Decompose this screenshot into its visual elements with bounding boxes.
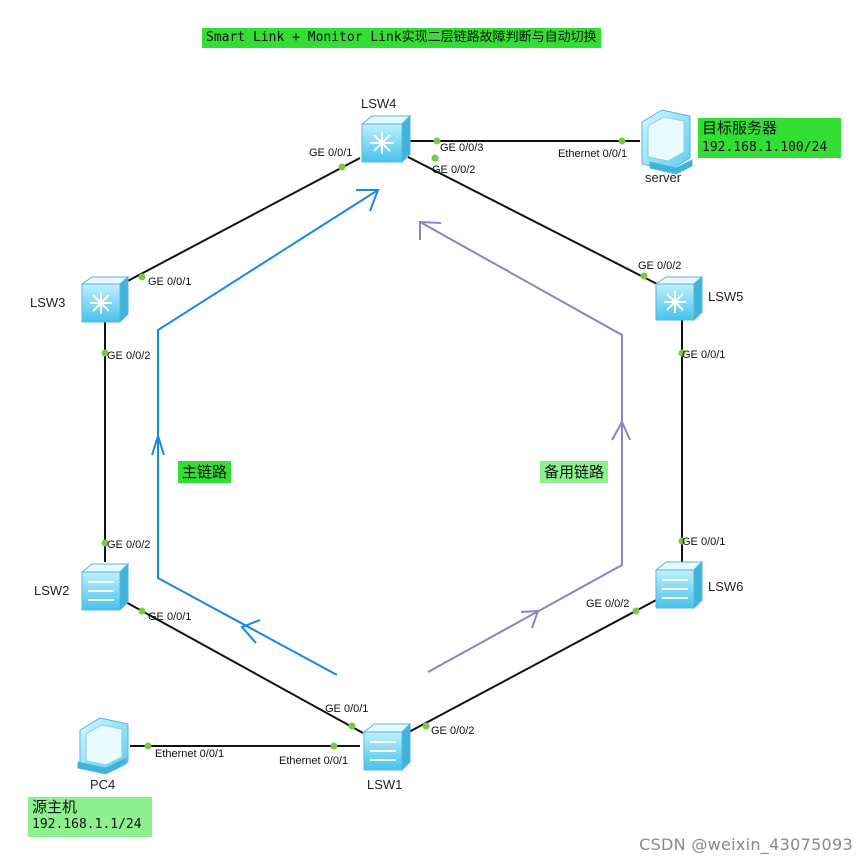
main-link-label: 主链路 — [178, 461, 232, 483]
lsw1-switch-icon[interactable] — [362, 722, 412, 772]
port-label: GE 0/0/3 — [440, 142, 483, 154]
port-label: GE 0/0/1 — [325, 703, 368, 715]
port-dot — [330, 742, 338, 750]
lsw2-label: LSW2 — [34, 583, 69, 598]
main-path-arrowhead-mid — [151, 432, 165, 456]
links — [104, 140, 683, 747]
backup-path-arrowhead-bottom — [520, 609, 540, 629]
port-label: Ethernet 0/0/1 — [155, 748, 224, 760]
port-dot — [348, 722, 356, 730]
port-label: GE 0/0/2 — [107, 350, 150, 362]
port-dot — [138, 607, 146, 615]
link-lsw2-lsw1 — [121, 599, 364, 734]
target-server-label: 目标服务器 — [698, 118, 841, 138]
link-lsw4-lsw3 — [121, 157, 361, 285]
port-dot — [632, 607, 640, 615]
backup-path-arrowhead-top — [419, 220, 442, 240]
port-label: GE 0/0/2 — [638, 260, 681, 272]
port-label: GE 0/0/1 — [309, 147, 352, 159]
main-path-line — [157, 189, 379, 676]
lsw3-switch-icon[interactable] — [80, 275, 130, 324]
port-dot — [101, 539, 109, 547]
backup-path-line — [419, 221, 623, 673]
server-ip-label: 192.168.1.100/24 — [698, 138, 841, 158]
port-label: GE 0/0/1 — [148, 276, 191, 288]
port-dot — [101, 349, 109, 357]
diagram-title: Smart Link + Monitor Link实现二层链路故障判断与自动切换 — [202, 28, 601, 48]
source-host-label: 源主机 — [28, 797, 152, 817]
port-label: Ethernet 0/0/1 — [279, 755, 348, 767]
pc4-computer-icon[interactable] — [77, 717, 129, 775]
backup-link-label: 备用链路 — [540, 461, 609, 483]
link-lsw6-lsw1 — [406, 597, 661, 734]
port-dot — [144, 742, 152, 750]
port-label: GE 0/0/1 — [682, 536, 725, 548]
main-path-arrowhead-bottom — [240, 619, 261, 644]
port-dot — [138, 273, 146, 281]
lsw5-label: LSW5 — [708, 289, 743, 304]
lsw6-label: LSW6 — [708, 579, 743, 594]
port-dot — [338, 163, 346, 171]
server-computer-icon[interactable] — [641, 109, 693, 175]
port-dot — [422, 722, 430, 730]
source-ip-label: 192.168.1.1/24 — [28, 817, 152, 837]
port-label: GE 0/0/2 — [432, 164, 475, 176]
port-dot — [640, 272, 648, 280]
port-label: Ethernet 0/0/1 — [558, 148, 627, 160]
main-path-arrowhead-top — [356, 189, 380, 212]
lsw3-label: LSW3 — [30, 295, 65, 310]
port-dot — [433, 137, 441, 145]
port-label: GE 0/0/1 — [148, 611, 191, 623]
port-label: GE 0/0/2 — [107, 539, 150, 551]
port-label: GE 0/0/2 — [431, 725, 474, 737]
port-label: GE 0/0/1 — [682, 349, 725, 361]
port-dot — [431, 154, 439, 162]
watermark: CSDN @weixin_43075093 — [639, 835, 853, 854]
backup-path — [419, 220, 631, 673]
pc4-label: PC4 — [90, 777, 115, 792]
lsw2-switch-icon[interactable] — [80, 562, 130, 612]
port-dot — [678, 537, 686, 545]
lsw1-label: LSW1 — [367, 777, 402, 792]
main-path — [151, 189, 380, 676]
link-lsw4-lsw5 — [407, 156, 666, 289]
port-dots — [101, 137, 686, 750]
server-label: server — [645, 170, 682, 185]
lsw4-label: LSW4 — [361, 96, 396, 111]
port-label: GE 0/0/2 — [586, 598, 629, 610]
port-dot — [678, 349, 686, 357]
lsw4-switch-icon[interactable] — [360, 114, 412, 164]
lsw6-switch-icon[interactable] — [654, 560, 704, 610]
backup-path-arrowhead-mid — [611, 419, 631, 441]
port-labels: GE 0/0/1 GE 0/0/3 GE 0/0/2 Ethernet 0/0/… — [107, 142, 725, 767]
lsw5-switch-icon[interactable] — [654, 275, 704, 322]
port-dot — [618, 137, 626, 145]
